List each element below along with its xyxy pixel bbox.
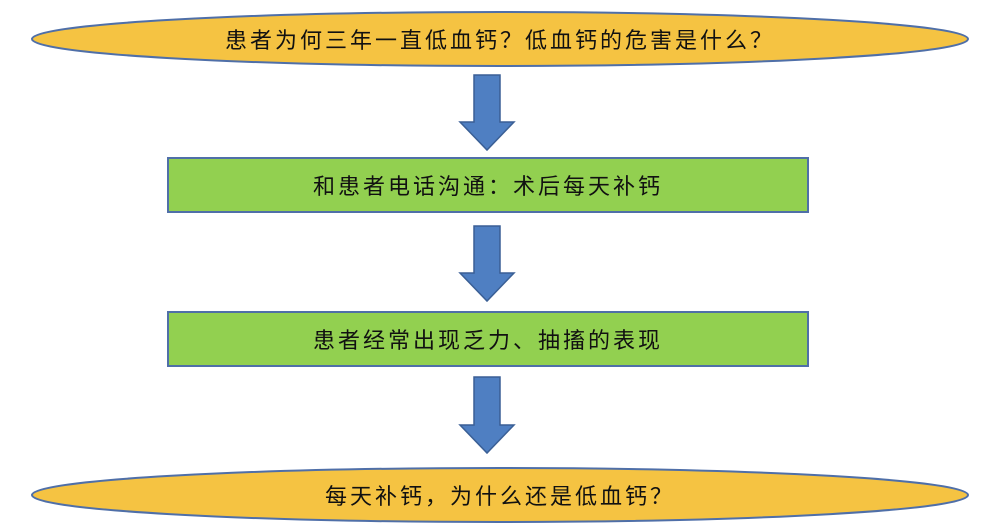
step-symptom-box xyxy=(167,311,809,367)
bottom-question-ellipse xyxy=(31,467,969,523)
arrow-down-3 xyxy=(458,376,516,455)
top-question-ellipse xyxy=(31,11,969,67)
step-call-box xyxy=(167,157,809,213)
arrow-down-1 xyxy=(458,74,516,152)
arrow-down-2 xyxy=(458,225,516,303)
